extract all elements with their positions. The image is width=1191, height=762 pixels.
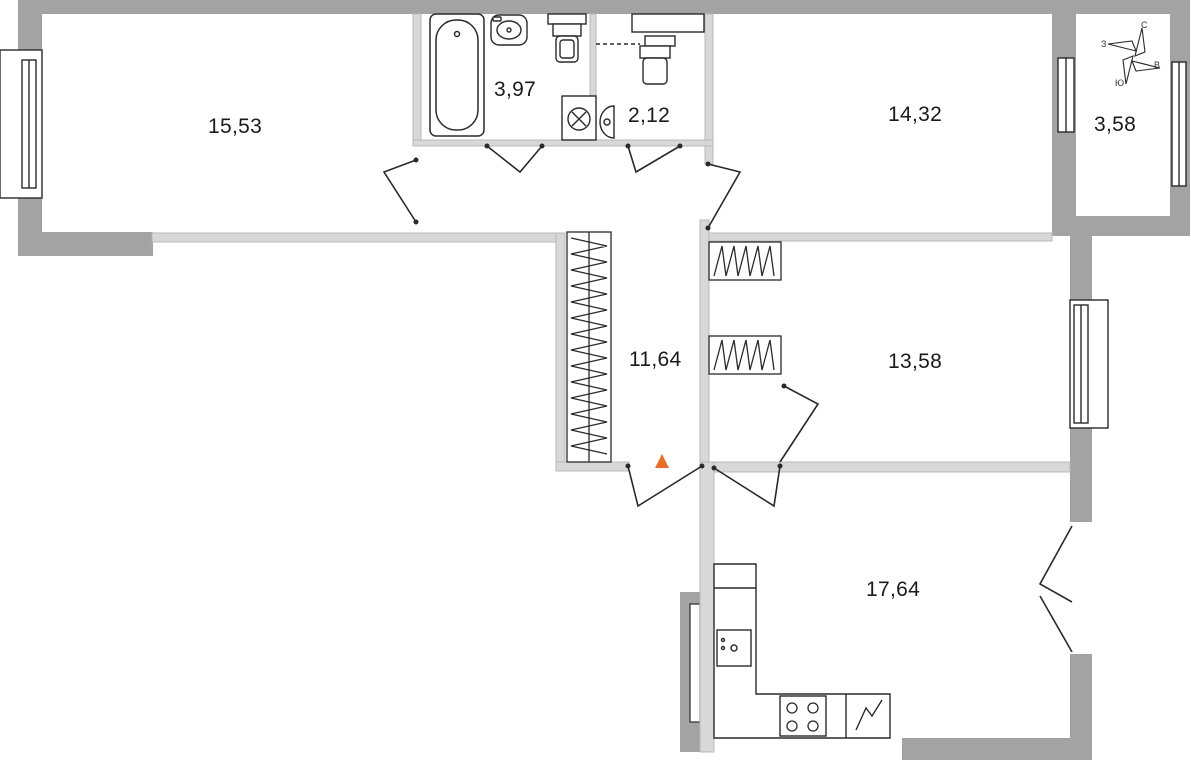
toilet-room-toilet — [596, 13, 705, 85]
doors — [382, 145, 820, 508]
compass-south-label: Ю — [1115, 78, 1125, 88]
compass-east-label: В — [1154, 60, 1161, 70]
area-label-bathroom: 3,97 — [494, 78, 537, 101]
toilet-bathroom — [547, 13, 587, 63]
window-kitchen — [1038, 522, 1092, 654]
window-east — [1069, 299, 1109, 429]
stove-burners — [786, 702, 819, 732]
wardrobe-bedroom-bottom — [708, 335, 782, 375]
compass-west-label: З — [1101, 39, 1107, 49]
bathtub — [429, 13, 485, 137]
area-label-bedroom-north: 14,32 — [888, 103, 943, 126]
fridge-electric — [855, 699, 883, 731]
entrance-marker — [655, 454, 669, 468]
window-west — [0, 49, 43, 199]
area-label-toilet: 2,12 — [628, 104, 671, 127]
sink-bathroom — [490, 14, 528, 46]
area-label-balcony: 3,58 — [1094, 113, 1137, 136]
compass-north-label: С — [1141, 20, 1148, 30]
wardrobe-hall — [566, 231, 612, 463]
sink-toilet-room — [599, 105, 615, 139]
area-label-bedroom-east: 13,58 — [888, 350, 943, 373]
window-balcony-right — [1171, 61, 1187, 187]
area-label-kitchen: 17,64 — [866, 578, 921, 601]
area-label-hall: 11,64 — [629, 348, 682, 371]
compass-icon — [1107, 27, 1161, 85]
area-label-living-west: 15,53 — [208, 115, 263, 138]
wardrobe-bedroom-top — [708, 241, 782, 281]
door-pivots — [413, 143, 787, 471]
kitchen-counter — [713, 563, 891, 739]
window-balcony-left — [1057, 57, 1075, 133]
washing-machine — [561, 95, 597, 141]
